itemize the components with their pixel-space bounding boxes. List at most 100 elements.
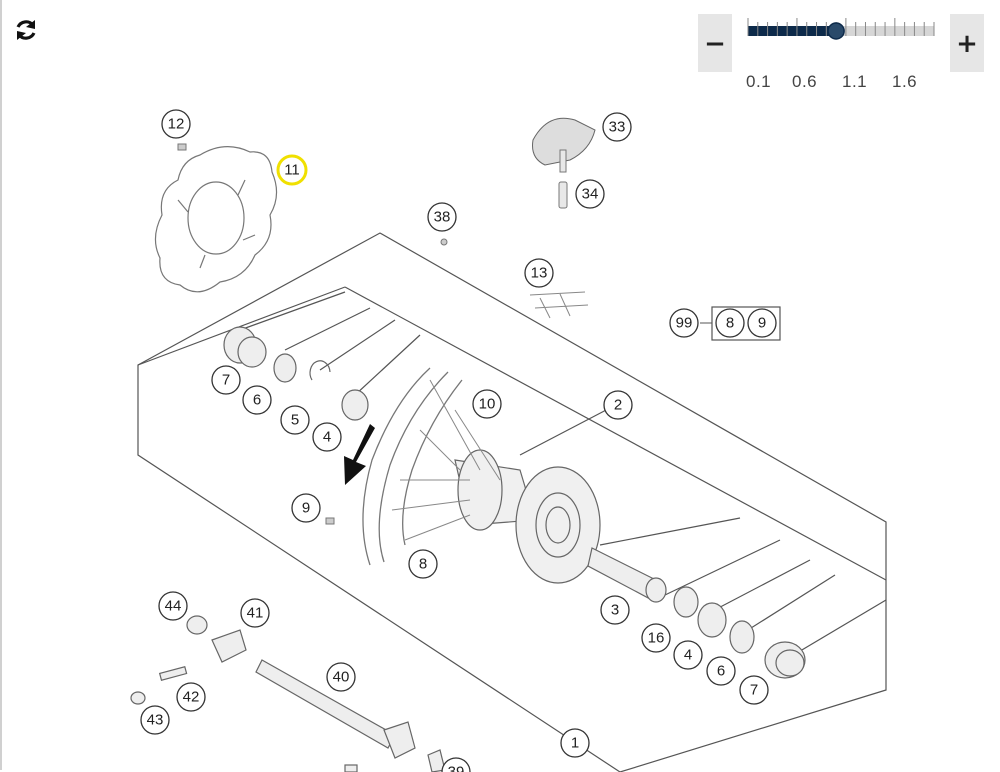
callout-circle[interactable]: [158, 591, 188, 621]
callout-circle[interactable]: [739, 675, 769, 705]
callout-34[interactable]: 34: [575, 179, 605, 209]
callout-circle[interactable]: [524, 258, 554, 288]
hub-part[interactable]: [454, 449, 601, 584]
seal-part[interactable]: [673, 586, 699, 618]
callout-circle[interactable]: [140, 705, 170, 735]
callout-13[interactable]: 13: [524, 258, 554, 288]
callout-circle[interactable]: [427, 202, 457, 232]
circlip-part[interactable]: [309, 360, 331, 381]
callout-12[interactable]: 12: [161, 109, 191, 139]
callout-circle[interactable]: [176, 682, 206, 712]
callout-circle[interactable]: [560, 728, 590, 758]
callout-label: 6: [253, 392, 261, 409]
zoom-slider-track[interactable]: [746, 14, 936, 54]
callout-circle[interactable]: [408, 549, 438, 579]
callout-circle[interactable]: [641, 623, 671, 653]
callout-label: 42: [183, 689, 200, 706]
callout-40[interactable]: 40: [326, 662, 356, 692]
zoom-out-button[interactable]: −: [698, 14, 732, 72]
pin-part[interactable]: [559, 149, 567, 173]
callout-label: 2: [614, 397, 622, 414]
callout-4[interactable]: 4: [312, 422, 342, 452]
callout-circle[interactable]: [747, 308, 777, 338]
callout-label: 9: [758, 315, 766, 332]
callout-circle[interactable]: [280, 405, 310, 435]
callout-33[interactable]: 33: [602, 112, 632, 142]
callout-6[interactable]: 6: [242, 385, 272, 415]
callout-circle[interactable]: [575, 179, 605, 209]
callout-7[interactable]: 7: [739, 675, 769, 705]
callout-circle[interactable]: [242, 385, 272, 415]
callout-16[interactable]: 16: [641, 623, 671, 653]
callout-43[interactable]: 43: [140, 705, 170, 735]
bolt-part[interactable]: [325, 517, 335, 525]
callout-circle[interactable]: [291, 493, 321, 523]
callout-circle[interactable]: [276, 154, 308, 186]
callout-38[interactable]: 38: [427, 202, 457, 232]
callout-10[interactable]: 10: [472, 389, 502, 419]
callout-label: 8: [726, 315, 734, 332]
seal-part[interactable]: [729, 620, 755, 654]
seal-part[interactable]: [273, 353, 297, 383]
callout-label: 44: [165, 598, 182, 615]
callout-label: 38: [434, 209, 451, 226]
callout-42[interactable]: 42: [176, 682, 206, 712]
callout-circle[interactable]: [211, 365, 241, 395]
callout-39[interactable]: 39: [441, 757, 471, 772]
callout-11[interactable]: 11: [276, 154, 308, 186]
rim-tape-part[interactable]: [529, 291, 589, 319]
callout-3[interactable]: 3: [600, 595, 630, 625]
callout-circle[interactable]: [673, 640, 703, 670]
callout-circle[interactable]: [603, 390, 633, 420]
callout-circle[interactable]: [441, 757, 471, 772]
clamp-part[interactable]: [211, 629, 247, 663]
bearing-part[interactable]: [341, 389, 369, 421]
refresh-icon[interactable]: [12, 16, 40, 44]
callout-circle[interactable]: [706, 656, 736, 686]
leader-line: [344, 286, 887, 581]
callout-circle[interactable]: [161, 109, 191, 139]
callout-7[interactable]: 7: [211, 365, 241, 395]
zoom-tick-label: 0.6: [792, 72, 818, 91]
zoom-slider[interactable]: 0.1 0.6 1.1 1.6: [746, 14, 936, 91]
nut-part[interactable]: [130, 691, 146, 705]
nut-part[interactable]: [186, 615, 208, 635]
callout-circle[interactable]: [602, 112, 632, 142]
axle-part[interactable]: [255, 659, 396, 749]
callout-99[interactable]: 99: [669, 308, 699, 338]
valve-part[interactable]: [440, 238, 448, 246]
zoom-in-button[interactable]: +: [950, 14, 984, 72]
callout-8[interactable]: 8: [715, 308, 745, 338]
zoom-slider-thumb[interactable]: [827, 22, 845, 40]
callout-circle[interactable]: [669, 308, 699, 338]
callout-circle[interactable]: [326, 662, 356, 692]
bearing-part[interactable]: [697, 602, 727, 638]
callout-label: 4: [323, 429, 331, 446]
callout-label: 13: [531, 265, 548, 282]
callout-label: 8: [419, 556, 427, 573]
callout-9[interactable]: 9: [747, 308, 777, 338]
sprocket-guard-part[interactable]: [532, 117, 596, 166]
callout-circle[interactable]: [312, 422, 342, 452]
callout-6[interactable]: 6: [706, 656, 736, 686]
brake-disc-part[interactable]: [154, 146, 278, 293]
callout-44[interactable]: 44: [158, 591, 188, 621]
callout-4[interactable]: 4: [673, 640, 703, 670]
callout-circle[interactable]: [715, 308, 745, 338]
callout-41[interactable]: 41: [240, 598, 270, 628]
callout-9[interactable]: 9: [291, 493, 321, 523]
callout-circle[interactable]: [472, 389, 502, 419]
callout-2[interactable]: 2: [603, 390, 633, 420]
callout-5[interactable]: 5: [280, 405, 310, 435]
callout-8[interactable]: 8: [408, 549, 438, 579]
callout-label: 16: [648, 630, 665, 647]
callout-1[interactable]: 1: [560, 728, 590, 758]
callout-circle[interactable]: [240, 598, 270, 628]
sleeve-part[interactable]: [558, 181, 568, 209]
rim-part[interactable]: [362, 367, 463, 566]
screw-part[interactable]: [158, 666, 188, 681]
callout-circle[interactable]: [600, 595, 630, 625]
bolt-part[interactable]: [177, 143, 187, 151]
callout-label: 33: [609, 119, 626, 136]
